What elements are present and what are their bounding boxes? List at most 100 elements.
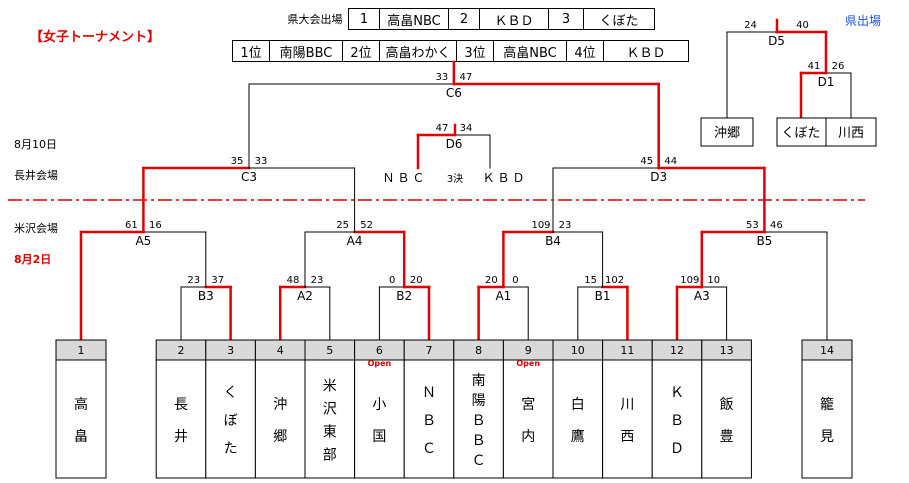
score-label: 47 — [459, 72, 472, 83]
match-label: C6 — [446, 86, 462, 100]
team-number: 10 — [571, 344, 585, 357]
third-place-team: ＫＢＤ — [482, 171, 527, 185]
team-number: 8 — [475, 344, 482, 357]
ranking-team: 高畠NBC — [493, 40, 567, 62]
score-label: 61 — [125, 220, 138, 231]
ranking-place: 2位 — [342, 40, 380, 62]
qualifier-name: ＫＢＤ — [479, 8, 549, 30]
team-name-char: く — [224, 385, 238, 401]
team-name-char: 鷹 — [571, 429, 585, 445]
score-label: 44 — [664, 156, 677, 167]
score-label: 33 — [255, 156, 268, 167]
team-number: 9 — [525, 344, 532, 357]
score-label: 23 — [311, 275, 324, 286]
team-number: 5 — [326, 344, 333, 357]
score-label: 47 — [436, 123, 449, 134]
score-label: 24 — [744, 20, 757, 31]
match-label: A2 — [297, 289, 313, 303]
venue-lower-label: 米沢会場 — [14, 222, 58, 235]
team-name-char: 高 — [74, 396, 88, 413]
team-name-char: Ｂ — [422, 413, 436, 429]
score-label: 53 — [746, 220, 759, 231]
third-place-team: ＮＢＣ — [382, 171, 427, 185]
ranking-team: ＫＢＤ — [603, 40, 689, 62]
team-name-char: Ｃ — [472, 453, 486, 469]
team-name-cell — [602, 359, 653, 479]
team-name-cell — [453, 359, 504, 479]
score-label: 46 — [770, 220, 783, 231]
match-label: D6 — [446, 137, 463, 151]
qualifiers-label: 県大会出場 — [287, 13, 343, 26]
team-name-char: 東 — [323, 425, 337, 441]
team-name-char: 部 — [323, 448, 337, 464]
score-label: 48 — [287, 275, 300, 286]
team-name-char: Ｂ — [472, 433, 486, 449]
team-name-cell — [205, 359, 256, 479]
match-label: D5 — [768, 34, 785, 48]
score-label: 26 — [832, 61, 845, 72]
match-label: A5 — [135, 234, 151, 248]
prefecture-label: 県出場 — [845, 14, 882, 28]
team-name-cell — [502, 359, 554, 479]
team-name-char: 白 — [571, 397, 585, 413]
match-label: B1 — [595, 289, 611, 303]
team-name-char: Ｃ — [422, 441, 436, 457]
team-name-cell — [801, 359, 853, 479]
team-name-char: 沢 — [323, 402, 337, 418]
team-name-cell — [651, 359, 703, 479]
score-label: 52 — [360, 220, 373, 231]
score-label: 45 — [640, 156, 653, 167]
match-label: B3 — [198, 289, 214, 303]
team-name-char: 内 — [521, 429, 535, 445]
score-label: 16 — [149, 220, 162, 231]
team-name-char: 陽 — [472, 393, 486, 409]
score-label: 40 — [796, 20, 809, 31]
prefecture-team: くぼた — [781, 126, 820, 141]
team-number: 6 — [376, 344, 383, 357]
match-label: B4 — [545, 234, 561, 248]
team-number: 3 — [227, 344, 234, 357]
date-round2: 8月10日 — [14, 138, 57, 151]
team-name-char: ぼ — [224, 413, 238, 429]
prefecture-team: 川西 — [838, 126, 864, 141]
match-label: B2 — [396, 289, 412, 303]
score-label: 33 — [435, 72, 448, 83]
team-number: 1 — [78, 344, 85, 357]
team-name-char: 井 — [174, 429, 188, 445]
team-name-cell — [254, 359, 306, 479]
match-label: B5 — [756, 234, 772, 248]
match-label: A4 — [347, 234, 363, 248]
prefecture-team: 沖郷 — [714, 126, 740, 141]
score-label: 10 — [707, 275, 720, 286]
team-number: 13 — [720, 344, 734, 357]
team-name-char: 長 — [174, 397, 188, 413]
date-round1: 8月2日 — [14, 253, 52, 266]
team-name-char: 川 — [620, 397, 634, 413]
score-label: 41 — [808, 61, 821, 72]
match-label: A3 — [694, 289, 710, 303]
team-name-char: Ｂ — [472, 413, 486, 429]
open-note: Open — [368, 359, 392, 368]
team-name-char: 宮 — [521, 397, 535, 413]
score-label: 37 — [211, 275, 224, 286]
venue-upper-label: 長井会場 — [14, 169, 58, 182]
team-number: 2 — [178, 344, 185, 357]
team-name-char: 籠 — [820, 397, 834, 413]
score-label: 109 — [531, 220, 550, 231]
third-place-label: 3決 — [447, 173, 463, 185]
score-label: 35 — [231, 156, 244, 167]
qualifier-rank: 1 — [348, 8, 380, 30]
score-label: 20 — [410, 275, 423, 286]
ranking-place: 1位 — [232, 40, 270, 62]
team-name-char: 郷 — [273, 429, 287, 445]
score-label: 25 — [336, 220, 349, 231]
score-label: 23 — [559, 220, 572, 231]
team-name-cell — [354, 359, 405, 479]
team-name-cell — [403, 359, 455, 479]
team-name-cell — [55, 359, 107, 479]
team-name-char: 小 — [372, 397, 386, 413]
team-name-char: Ｋ — [670, 385, 684, 401]
match-label: A1 — [495, 289, 511, 303]
